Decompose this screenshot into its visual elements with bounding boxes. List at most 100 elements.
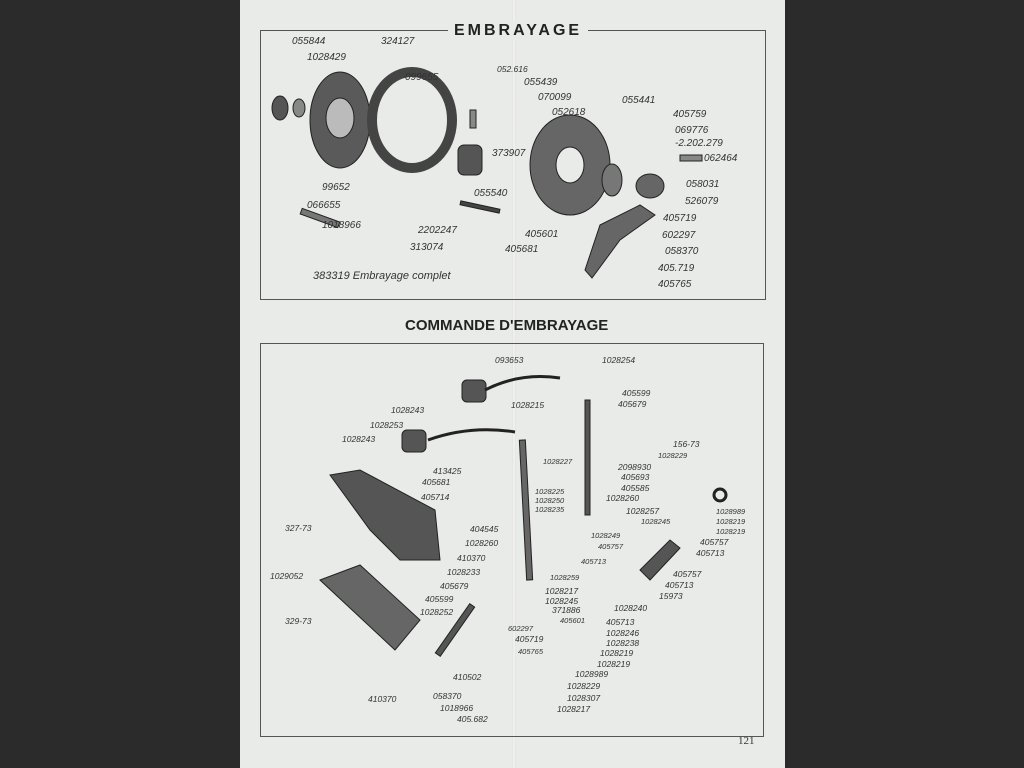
part-label: 405713 — [696, 548, 725, 558]
part-label: 058370 — [433, 691, 462, 701]
part-label: 052618 — [552, 107, 586, 118]
part-label: 405759 — [673, 109, 707, 120]
part-label: 1028260 — [465, 538, 499, 548]
spring-part — [457, 144, 483, 176]
washer-part — [712, 487, 728, 503]
part-label: 405679 — [440, 581, 469, 591]
part-label: 1018966 — [440, 703, 474, 713]
part-label: 1028219 — [600, 648, 634, 658]
pin-part — [299, 207, 341, 229]
part-label: 1028249 — [591, 531, 621, 540]
part-label: 405585 — [621, 483, 650, 493]
rod-part — [434, 603, 476, 657]
part-label: 2202247 — [418, 225, 457, 236]
part-label: 405599 — [425, 594, 454, 604]
part-label: 1029052 — [270, 571, 304, 581]
part-label: 373907 — [492, 148, 526, 159]
clutch-disc-drawing — [271, 67, 703, 279]
part-label: 1028235 — [535, 505, 565, 514]
part-label: 405599 — [622, 388, 651, 398]
part-label: 526079 — [685, 196, 719, 207]
part-label: 066655 — [307, 200, 341, 211]
part-label: 1028225 — [535, 487, 565, 496]
part-label: 405714 — [421, 492, 450, 502]
part-label: 1028233 — [447, 567, 481, 577]
part-label: 1028229 — [658, 451, 688, 460]
embrayage-caption: 383319 Embrayage complet — [313, 270, 451, 282]
part-label: 070099 — [538, 92, 572, 103]
part-label: 324127 — [381, 36, 415, 47]
part-label: 1018966 — [322, 220, 361, 231]
part-label: 405681 — [505, 244, 539, 255]
part-label: 1028240 — [614, 603, 648, 613]
part-label: 1028254 — [602, 355, 636, 365]
part-label: 313074 — [410, 242, 444, 253]
pedal-bracket-part — [329, 469, 441, 561]
part-label: 405601 — [525, 229, 559, 240]
part-label: -2.202.279 — [675, 138, 723, 149]
ring-part — [292, 98, 306, 118]
part-label: 1028250 — [535, 496, 565, 505]
part-label: 1028260 — [606, 493, 640, 503]
bushing-part — [401, 429, 427, 453]
part-label: 1028989 — [575, 669, 609, 679]
part-label: 1028259 — [550, 573, 580, 582]
part-label: 1028229 — [567, 681, 601, 691]
bearing-sleeve-part — [635, 173, 665, 199]
part-label: 405681 — [422, 477, 451, 487]
part-label: 405757 — [700, 537, 729, 547]
part-label: 405757 — [673, 569, 702, 579]
part-label: 404545 — [470, 524, 499, 534]
part-label: 1028245 — [641, 517, 671, 526]
part-label: 405719 — [515, 634, 544, 644]
pedal-pad-part — [319, 564, 421, 651]
part-label: 405693 — [621, 472, 650, 482]
part-label: 1028238 — [606, 638, 640, 648]
part-label: 327-73 — [285, 523, 312, 533]
part-label: 405713 — [665, 580, 694, 590]
part-label: 329-73 — [285, 616, 312, 626]
part-label: 055540 — [474, 188, 508, 199]
embrayage-title: EMBRAYAGE — [448, 22, 589, 40]
part-label: 055844 — [292, 36, 326, 47]
part-label: 1028217 — [545, 586, 579, 596]
part-label: 058370 — [665, 246, 699, 257]
disc-hub-part — [325, 97, 355, 139]
part-label: 405.682 — [457, 714, 488, 724]
part-label: 405679 — [618, 399, 647, 409]
part-label: 1028307 — [567, 693, 601, 703]
bearing-part — [271, 95, 289, 121]
part-label: 410502 — [453, 672, 482, 682]
cable-part — [427, 428, 516, 442]
part-label: 1028227 — [543, 457, 573, 466]
rod-part — [518, 439, 534, 581]
fork-part — [584, 204, 656, 279]
part-label: 602297 — [508, 624, 534, 633]
part-label: 1028989 — [716, 507, 746, 516]
part-label: 1028257 — [626, 506, 660, 516]
part-label: 069776 — [675, 125, 709, 136]
part-label: 15973 — [659, 591, 683, 601]
part-label: 1028219 — [716, 517, 746, 526]
part-label: 410370 — [368, 694, 397, 704]
part-label: 405765 — [658, 279, 692, 290]
screw-part — [679, 154, 703, 162]
part-label: 1028243 — [342, 434, 376, 444]
part-label: 413425 — [433, 466, 462, 476]
part-label: 405719 — [663, 213, 697, 224]
part-label: 99652 — [322, 182, 350, 193]
page-fold — [512, 0, 516, 768]
pedal-linkage-drawing — [319, 375, 728, 657]
part-label: 052.616 — [497, 64, 528, 74]
part-label: 1028253 — [370, 420, 404, 430]
part-label: 405.719 — [658, 263, 695, 274]
commande-title: COMMANDE D'EMBRAYAGE — [405, 317, 609, 334]
part-label: 099655 — [405, 72, 439, 83]
part-label: 1028215 — [511, 400, 545, 410]
part-label: 410370 — [457, 553, 486, 563]
page-number: 121 — [738, 735, 755, 747]
part-label: 093653 — [495, 355, 524, 365]
part-label: 055439 — [524, 77, 558, 88]
cable-part — [484, 375, 561, 392]
